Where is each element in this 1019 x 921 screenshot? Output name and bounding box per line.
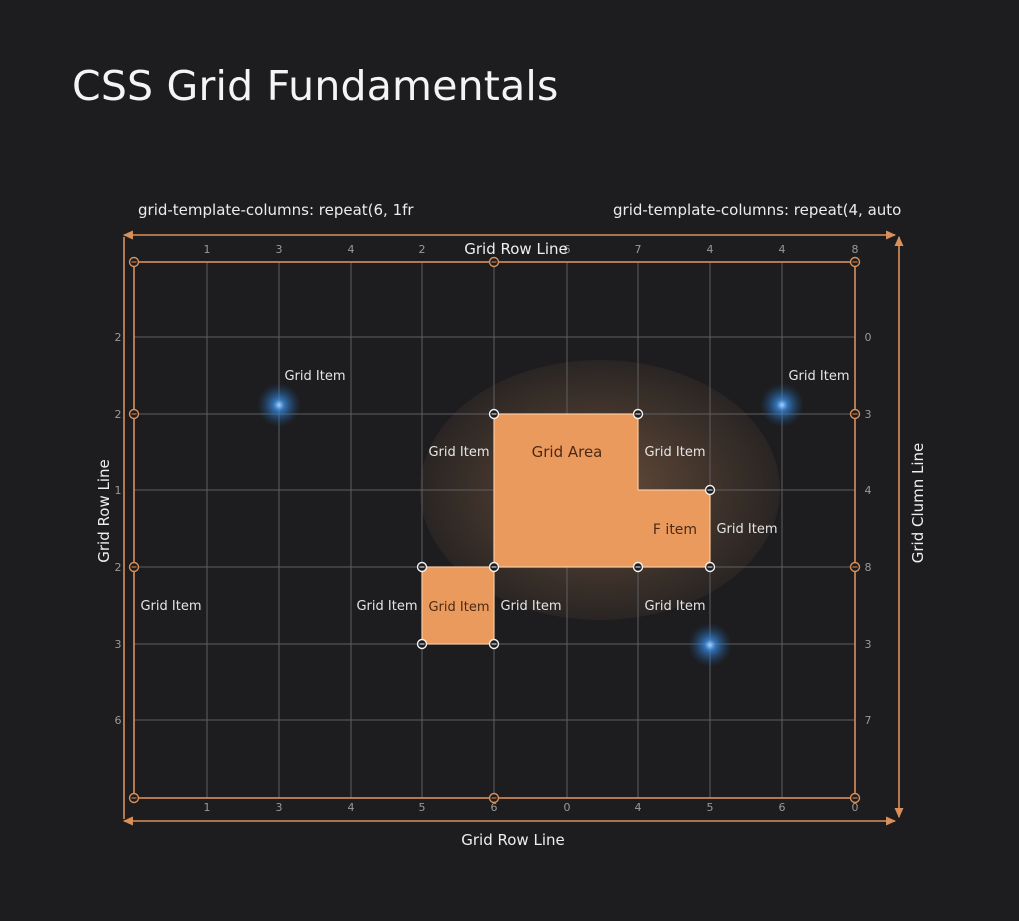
grid-line-number: 6 — [779, 801, 786, 814]
left-axis-label: Grid Row Line — [95, 459, 113, 562]
grid-line-number: 6 — [115, 714, 122, 727]
grid-line-number: 2 — [115, 408, 122, 421]
grid-line-number: 2 — [419, 243, 426, 256]
small-grid-item-block — [421, 566, 495, 645]
left-line-numbers: 2 2 1 2 3 6 — [115, 331, 122, 727]
grid-template-columns-left-label: grid-template-columns: repeat(6, 1fr — [138, 201, 414, 219]
grid-line-number: 0 — [865, 331, 872, 344]
grid-line-number: 3 — [865, 408, 872, 421]
glow-markers — [257, 383, 804, 667]
grid-line-number: 0 — [852, 801, 859, 814]
grid-line-number: 3 — [276, 243, 283, 256]
grid-line-number: 8 — [865, 561, 872, 574]
grid-line-number: 4 — [635, 801, 642, 814]
bottom-line-numbers: 1 3 4 5 6 0 4 5 6 0 — [204, 801, 859, 814]
grid-line-number: 4 — [348, 801, 355, 814]
intersection-markers — [416, 408, 716, 650]
page-title: CSS Grid Fundamentals — [72, 62, 559, 110]
grid-line-number: 4 — [707, 243, 714, 256]
grid-line-number: 5 — [707, 801, 714, 814]
grid-item-label: Grid Item — [140, 599, 201, 614]
grid-line-number: 2 — [115, 331, 122, 344]
grid-item-label: Grid Item — [716, 522, 777, 537]
grid-line-number: 3 — [115, 638, 122, 651]
grid-item-label: Grid Item — [428, 445, 489, 460]
dimension-arrows — [122, 230, 904, 826]
blue-glow-marker — [760, 383, 804, 427]
grid-item-label: Grid Item — [500, 599, 561, 614]
blue-glow-marker — [257, 383, 301, 427]
grid-template-columns-right-label: grid-template-columns: repeat(4, auto — [613, 201, 902, 219]
grid-line-number: 3 — [276, 801, 283, 814]
grid-item-label: Grid Item — [356, 599, 417, 614]
grid-line-number: 5 — [419, 801, 426, 814]
grid-line-number: 0 — [564, 801, 571, 814]
grid-line-number: 7 — [865, 714, 872, 727]
grid-item-labels: Grid Item Grid Item Grid Item Grid Item … — [140, 369, 849, 615]
grid-line-number: 7 — [635, 243, 642, 256]
grid-item-label: Grid Item — [284, 369, 345, 384]
right-axis-label: Grid Clumn Line — [909, 443, 927, 564]
grid-line-number: 8 — [852, 243, 859, 256]
top-axis-label: Grid Row Line — [464, 240, 567, 258]
grid-line-number: 1 — [204, 801, 211, 814]
grid-area-label: Grid Area — [532, 443, 603, 461]
grid-line-number: 1 — [204, 243, 211, 256]
grid-line-number: 3 — [865, 638, 872, 651]
small-grid-item-label: Grid Item — [428, 600, 489, 615]
grid-item-label: Grid Item — [788, 369, 849, 384]
right-line-numbers: 0 3 4 8 3 7 — [865, 331, 872, 727]
f-item-label: F item — [653, 522, 697, 538]
bottom-axis-label: Grid Row Line — [461, 831, 564, 849]
grid-line-number: 6 — [564, 243, 571, 256]
grid-line-number: 4 — [348, 243, 355, 256]
grid-line-number: 1 — [115, 484, 122, 497]
grid-line-number: 4 — [865, 484, 872, 497]
grid-item-label: Grid Item — [644, 599, 705, 614]
grid-line-number: 6 — [491, 801, 498, 814]
grid-line-number: 2 — [115, 561, 122, 574]
blue-glow-marker — [688, 623, 732, 667]
grid-line-number: 4 — [779, 243, 786, 256]
border-line-markers — [128, 256, 861, 804]
top-line-numbers: 1 3 4 2 6 7 4 4 8 — [204, 243, 859, 256]
grid-item-label: Grid Item — [644, 445, 705, 460]
